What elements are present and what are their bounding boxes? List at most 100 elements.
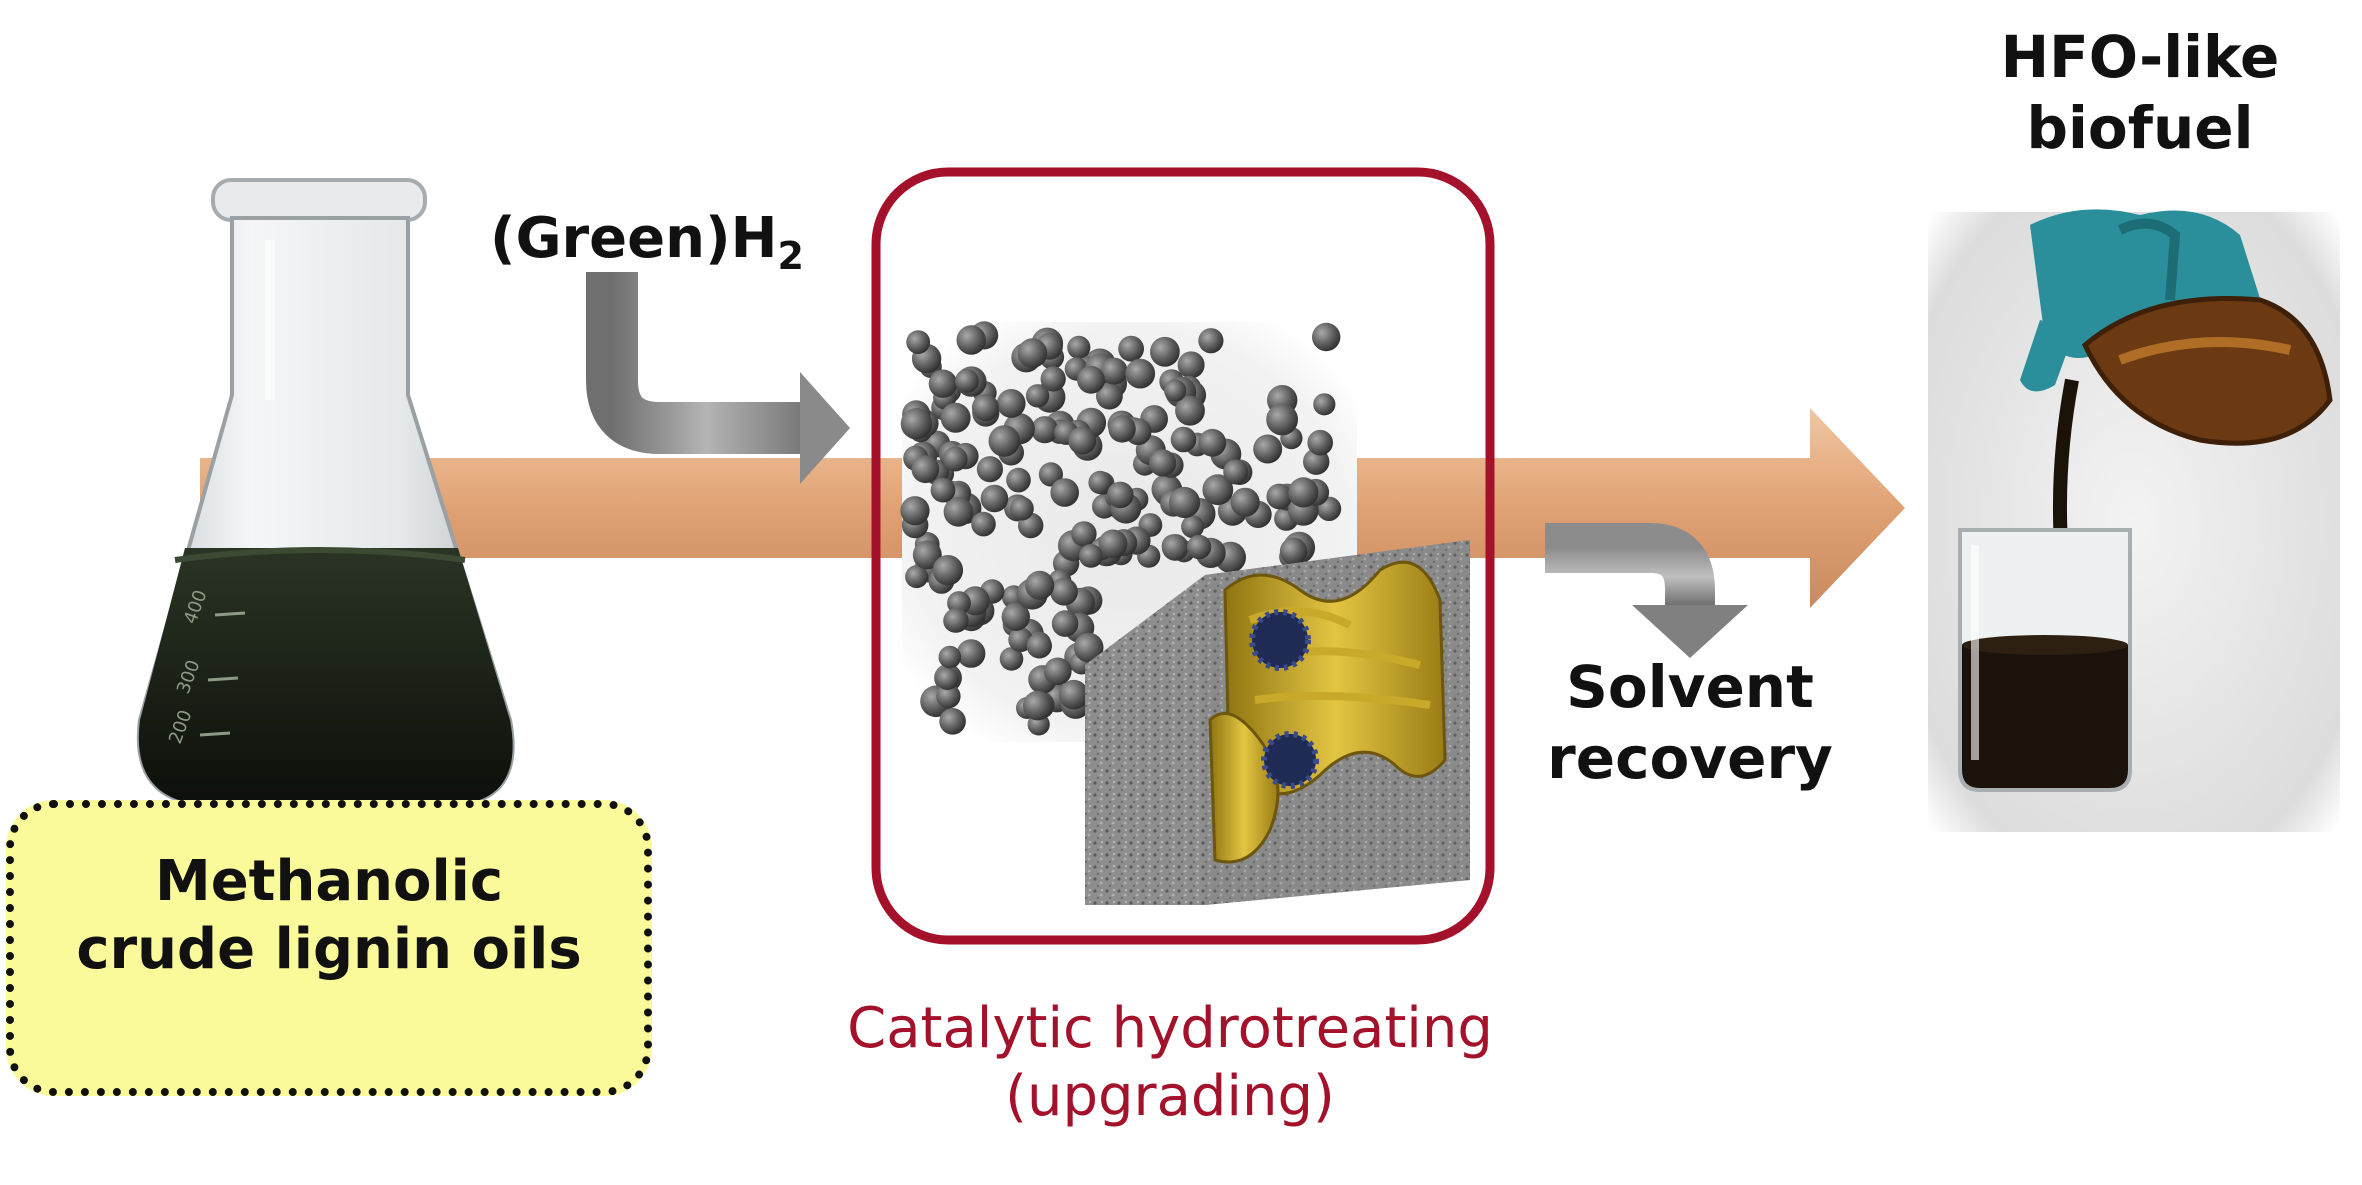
catalyst-bead: [1108, 415, 1136, 443]
catalyst-bead: [1038, 462, 1063, 487]
catalyst-bead: [906, 330, 931, 354]
catalyst-bead: [1088, 470, 1112, 495]
catalyst-bead: [1096, 382, 1123, 410]
solvent-label-line2: recovery: [1547, 723, 1833, 792]
catalyst-bead: [1077, 365, 1105, 394]
catalyst-bead: [1031, 416, 1059, 444]
catalyst-bead: [905, 565, 929, 589]
hydrogen-feed-arrow: [586, 272, 850, 484]
catalyst-bead: [1079, 544, 1103, 568]
process-label: Catalytic hydrotreating (upgrading): [740, 995, 1600, 1132]
catalyst-bead: [1253, 434, 1283, 464]
catalyst-bead: [1107, 481, 1134, 509]
biofuel-pour-image: [1928, 209, 2340, 832]
catalyst-bead: [1026, 633, 1053, 659]
catalyst-bead: [942, 446, 968, 472]
catalyst-bead: [1025, 570, 1055, 600]
catalyst-bead: [1186, 534, 1212, 560]
product-label: HFO-like biofuel: [1920, 22, 2360, 164]
feedstock-label-line2: crude lignin oils: [76, 917, 582, 983]
catalyst-bead: [1181, 515, 1205, 539]
catalyst-bead: [956, 325, 986, 355]
catalyst-bead: [1017, 338, 1048, 368]
solvent-label: Solvent recovery: [1490, 652, 1890, 794]
catalyst-bead: [1168, 486, 1201, 519]
catalyst-bead: [1044, 657, 1072, 686]
catalyst-bead: [1149, 449, 1177, 477]
catalyst-bead: [1175, 395, 1205, 426]
hydrogen-label-subscript: 2: [777, 234, 804, 279]
catalyst-bead: [1202, 474, 1234, 506]
catalyst-bead: [932, 555, 964, 586]
catalyst-bead: [988, 425, 1021, 457]
catalyst-bead: [1312, 322, 1341, 352]
catalyst-bead: [1313, 393, 1336, 416]
catalyst-bead: [939, 708, 966, 735]
catalyst-bead: [1058, 679, 1089, 710]
catalyst-bead: [936, 684, 961, 709]
catalyst-bead: [1198, 428, 1227, 457]
solvent-label-line1: Solvent: [1566, 653, 1814, 721]
catalyst-bead: [1118, 335, 1144, 362]
catalyst-bead: [1025, 384, 1050, 408]
catalyst-bead: [999, 647, 1024, 671]
feedstock-label-line1: Methanolic: [154, 849, 504, 914]
catalyst-bead: [1266, 403, 1298, 436]
catalyst-bead: [940, 402, 971, 433]
catalyst-bead: [1125, 358, 1156, 389]
catalyst-bead: [996, 389, 1026, 418]
catalyst-bead: [911, 455, 940, 484]
catalyst-bead: [943, 497, 974, 527]
catalyst-bead: [928, 369, 958, 398]
catalyst-bead: [930, 477, 956, 503]
hydrogen-label: (Green)H2: [490, 205, 850, 280]
catalyst-bead: [1161, 534, 1189, 561]
catalyst-bead: [1170, 426, 1197, 453]
catalyst-bead: [971, 394, 999, 422]
process-label-line1: Catalytic hydrotreating: [847, 996, 1493, 1061]
catalyst-bead: [1098, 529, 1128, 559]
catalyst-bead: [1010, 496, 1034, 521]
catalyst-bead: [1001, 602, 1030, 631]
catalyst-bead: [1006, 467, 1031, 493]
catalyst-bead: [1040, 366, 1066, 392]
feedstock-label: Methanolic crude lignin oils: [6, 848, 652, 985]
catalyst-bead: [912, 540, 942, 570]
catalyst-bead: [1050, 478, 1079, 507]
catalyst-bead: [1279, 537, 1308, 565]
catalyst-bead: [1288, 477, 1319, 508]
catalyst-bead: [1100, 357, 1128, 385]
catalyst-bead: [1307, 429, 1333, 456]
catalyst-bead: [1198, 328, 1224, 354]
catalyst-bead: [943, 607, 969, 633]
solvent-recovery-arrow: [1545, 523, 1748, 658]
catalyst-bead: [1022, 690, 1053, 721]
catalyst-bead: [971, 511, 996, 537]
catalyst-bead: [1223, 459, 1249, 485]
catalyst-bead: [1067, 335, 1091, 359]
process-label-line2: (upgrading): [1005, 1064, 1335, 1130]
product-label-line2: biofuel: [2026, 93, 2254, 162]
pore-cutaway-image: [1085, 540, 1470, 905]
catalyst-bead: [1068, 426, 1097, 455]
hydrogen-label-main: (Green)H: [490, 206, 778, 271]
catalyst-bead: [900, 496, 930, 526]
catalyst-bead: [1164, 379, 1187, 402]
catalyst-bead: [1177, 351, 1205, 379]
catalyst-bead: [1050, 577, 1078, 606]
catalyst-bead: [956, 639, 986, 668]
catalyst-bead: [976, 456, 1004, 483]
catalyst-bead: [1071, 521, 1097, 547]
catalyst-bead: [1266, 483, 1293, 510]
process-box: [871, 167, 1495, 945]
catalyst-bead: [980, 484, 1009, 513]
catalyst-bead: [900, 408, 933, 440]
catalyst-bead: [936, 667, 959, 690]
product-label-line1: HFO-like: [2000, 23, 2280, 91]
catalyst-bead: [955, 369, 979, 393]
catalyst-bead: [1150, 336, 1180, 367]
catalyst-bead: [1073, 632, 1104, 663]
catalyst-bead: [1230, 487, 1260, 517]
